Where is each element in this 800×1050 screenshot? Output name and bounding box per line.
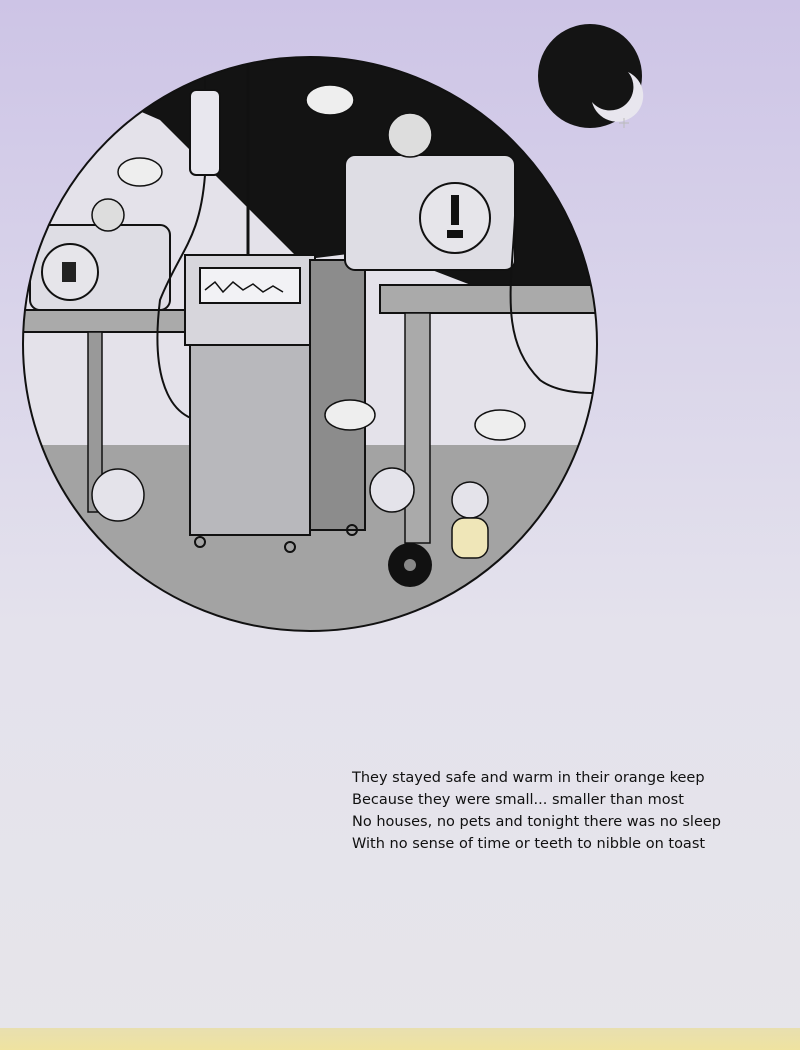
crescent-moon-icon [538,24,644,128]
poem-line: With no sense of time or teeth to nibble… [352,836,706,852]
poem-line: Because they were small... smaller than … [352,792,684,808]
poem-line: No houses, no pets and tonight there was… [352,814,721,830]
poem-line: They stayed safe and warm in their orang… [352,770,705,786]
scene-border [22,56,598,632]
yellow-edge-strip [0,1028,800,1050]
poem-text: They stayed safe and warm in their orang… [352,767,721,855]
circular-scene [23,57,597,631]
